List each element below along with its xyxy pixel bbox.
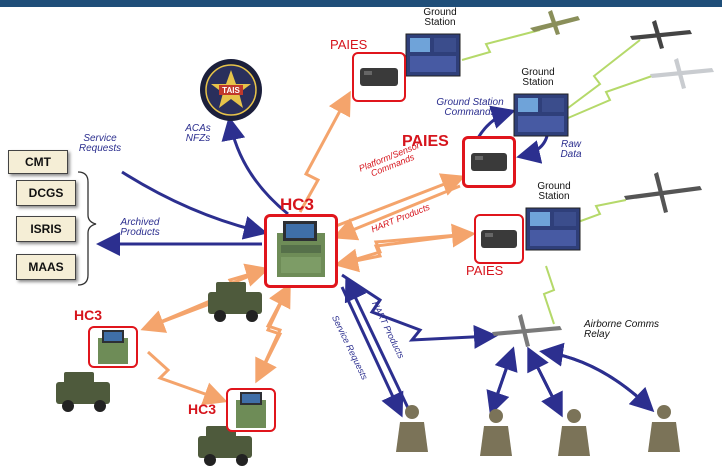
uav-icon xyxy=(630,20,692,49)
paies-lower-node xyxy=(474,214,524,264)
link-service-requests-lower xyxy=(340,286,404,418)
hc3-center-label: HC3 xyxy=(280,195,315,214)
radio-device-icon xyxy=(360,68,398,86)
soldier-icon xyxy=(396,405,428,452)
ground-station-lower-label: Ground Station xyxy=(537,181,571,202)
soldier-icon xyxy=(480,409,512,456)
airborne-relay-label: Airborne Comms Relay xyxy=(584,319,660,340)
system-maas: MAAS xyxy=(16,254,76,280)
radio-link-uav-1 xyxy=(461,29,541,61)
radio-link-uav-2 xyxy=(567,39,641,109)
ground-station-top-label: Ground Station xyxy=(423,7,457,28)
humvee-icon xyxy=(56,372,110,412)
svg-text:TAIS: TAIS xyxy=(222,86,240,95)
computer-terminal-icon xyxy=(277,221,325,277)
radio-device-icon xyxy=(471,153,507,171)
system-dcgs: DCGS xyxy=(16,180,76,206)
uav-icon xyxy=(492,314,562,347)
raw-data-label: Raw Data xyxy=(560,139,582,160)
link-hc3-left-bottom xyxy=(146,350,228,406)
paies-top-label: PAIES xyxy=(330,37,368,52)
uav-icon xyxy=(650,58,714,89)
ground-station-icon xyxy=(405,33,461,77)
acas-nfzs-label: ACAs NFZs xyxy=(185,123,211,144)
systems-bracket xyxy=(77,171,97,286)
paies-lower-label: PAIES xyxy=(466,263,504,278)
link-relay-soldier-3 xyxy=(544,350,655,413)
hc3-left-node xyxy=(88,326,138,368)
hc3-bottom-node xyxy=(226,388,276,432)
link-hc3-bottom xyxy=(255,287,290,384)
hc3-center-node xyxy=(264,214,338,288)
uav-icon xyxy=(530,10,580,35)
ground-station-icon xyxy=(525,207,581,251)
tais-seal-icon: TAIS xyxy=(200,59,262,121)
soldier-icon xyxy=(558,409,590,456)
link-platform-sensor-commands xyxy=(335,173,466,228)
system-isris: ISRIS xyxy=(16,216,76,242)
hc3-left-label: HC3 xyxy=(74,307,103,323)
archived-products-label: Archived Products xyxy=(120,217,160,238)
ground-station-commands-label: Ground Station Commands xyxy=(436,97,504,118)
radio-link-relay xyxy=(542,265,556,325)
system-cmt: CMT xyxy=(8,150,68,174)
radio-link-uav-3 xyxy=(567,75,653,119)
link-relay-datalink xyxy=(341,273,498,349)
title-bar xyxy=(0,0,722,7)
hc3-bottom-label: HC3 xyxy=(188,401,217,417)
radio-link-uav-4 xyxy=(577,199,627,223)
service-requests-top-label: Service Requests xyxy=(78,133,122,154)
ground-station-mid-label: Ground Station xyxy=(521,67,555,88)
humvee-icon xyxy=(208,282,262,322)
computer-terminal-icon xyxy=(236,392,266,428)
link-acas-nfzs xyxy=(221,116,289,216)
ground-station-icon xyxy=(513,93,569,137)
uav-icon xyxy=(624,172,702,213)
link-service-requests xyxy=(121,170,268,240)
computer-terminal-icon xyxy=(98,330,128,364)
paies-center-label: PAIES xyxy=(402,133,449,150)
paies-top-node xyxy=(352,52,406,102)
link-ground-station-commands xyxy=(476,105,516,139)
paies-center-node xyxy=(462,136,516,188)
soldier-icon xyxy=(648,405,680,452)
radio-device-icon xyxy=(481,230,517,248)
link-hc3-paies-top xyxy=(298,90,351,213)
